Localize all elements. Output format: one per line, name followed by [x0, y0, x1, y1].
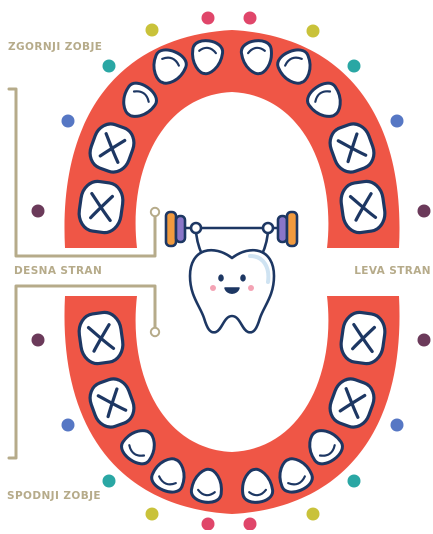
decor-dot — [418, 205, 431, 218]
tooth-mascot-icon — [166, 212, 297, 332]
mascot-left-hand — [191, 223, 201, 233]
dumbbell-plate — [166, 212, 176, 246]
mascot-mouth — [225, 288, 239, 293]
decor-dot — [391, 115, 404, 128]
lower-teeth-label: SPODNJI ZOBJE — [7, 490, 101, 502]
decor-dot — [62, 419, 75, 432]
decor-dot — [202, 12, 215, 25]
right-side-label: DESNA STRAN — [14, 265, 102, 277]
decor-dot — [146, 24, 159, 37]
decor-dot — [32, 334, 45, 347]
decor-dot — [418, 334, 431, 347]
left-side-label: LEVA STRAN — [354, 265, 431, 277]
decor-dot — [348, 60, 361, 73]
upper-teeth-label: ZGORNJI ZOBJE — [8, 41, 102, 53]
decor-dot — [103, 475, 116, 488]
dumbbell-plate — [287, 212, 297, 246]
molar-tooth — [77, 310, 126, 365]
decor-dot — [391, 419, 404, 432]
decor-dot — [32, 205, 45, 218]
mascot-right-hand — [263, 223, 273, 233]
mascot-cheek — [248, 285, 254, 291]
decor-dot — [202, 518, 215, 531]
dumbbell-plate — [278, 216, 287, 242]
decor-dot — [244, 12, 257, 25]
decor-dot — [103, 60, 116, 73]
bracket-end-dot — [151, 208, 159, 216]
molar-tooth — [339, 179, 388, 234]
mascot-eye — [240, 274, 246, 281]
decor-dot — [244, 518, 257, 531]
molar-tooth — [339, 310, 388, 365]
mascot-eye — [218, 274, 224, 281]
decor-dot — [307, 508, 320, 521]
decor-dot — [348, 475, 361, 488]
bracket-end-dot — [151, 328, 159, 336]
molar-tooth — [77, 179, 126, 234]
decor-dot — [62, 115, 75, 128]
mascot-cheek — [210, 285, 216, 291]
decor-dot — [146, 508, 159, 521]
dumbbell-plate — [176, 216, 185, 242]
decor-dot — [307, 25, 320, 38]
